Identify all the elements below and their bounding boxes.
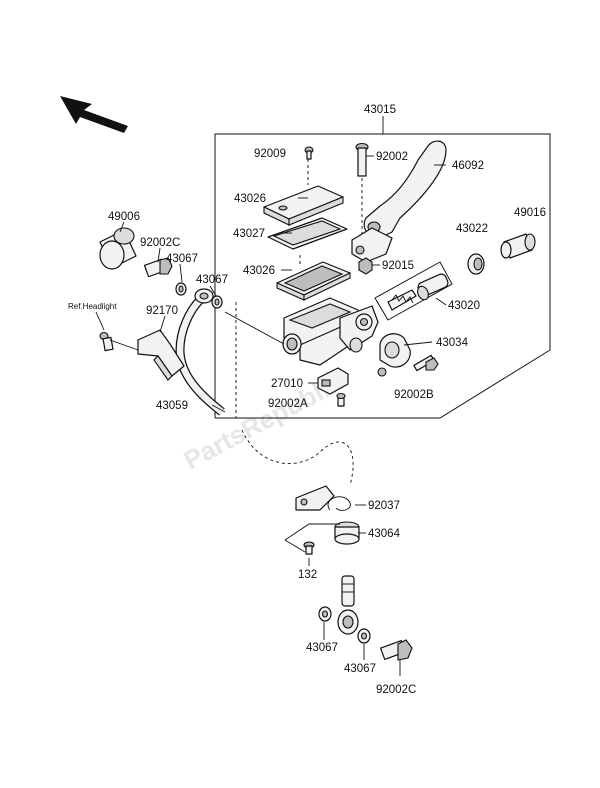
label-43026-diaphragm: 43026 xyxy=(243,265,275,277)
label-leaders xyxy=(95,164,447,676)
label-43067-a: 43067 xyxy=(166,253,198,265)
label-49016: 49016 xyxy=(514,207,546,219)
brake-lever xyxy=(351,140,447,263)
label-43015: 43015 xyxy=(364,104,396,116)
banjo-bolt-bottom xyxy=(380,639,413,661)
lever-pivot-bolt xyxy=(355,142,374,177)
label-92009: 92009 xyxy=(254,148,286,160)
label-ref-headlight: Ref.Headlight xyxy=(68,302,117,311)
label-49006: 49006 xyxy=(108,211,140,223)
label-92002c-bottom: 92002C xyxy=(376,684,416,696)
label-43067-b: 43067 xyxy=(196,274,228,286)
reservoir-cap xyxy=(263,185,344,226)
screw-92009 xyxy=(304,146,314,160)
label-43020: 43020 xyxy=(448,300,480,312)
label-43067-c: 43067 xyxy=(306,642,338,654)
label-92002: 92002 xyxy=(376,151,408,163)
reservoir-plate xyxy=(267,217,348,250)
label-43026-cap: 43026 xyxy=(234,193,266,205)
label-43064: 43064 xyxy=(368,528,401,540)
label-92170: 92170 xyxy=(146,305,178,317)
label-43067-d: 43067 xyxy=(344,663,376,675)
label-43022: 43022 xyxy=(456,223,488,235)
bolt-92002b xyxy=(413,354,439,372)
screw-92002a xyxy=(336,392,346,407)
piston-kit xyxy=(374,261,453,321)
label-92037: 92037 xyxy=(368,500,400,512)
banjo-bolt-top xyxy=(143,257,173,278)
reservoir-diaphragm xyxy=(276,261,351,301)
hose-end-fitting xyxy=(337,575,359,635)
label-43059: 43059 xyxy=(156,400,188,412)
label-132: 132 xyxy=(298,569,317,581)
handlebar-clamp xyxy=(377,333,411,377)
hose-bracket xyxy=(99,329,185,381)
label-46092: 46092 xyxy=(452,160,484,172)
front-direction-arrow xyxy=(60,96,128,133)
washer-43067-b xyxy=(211,295,223,309)
label-43034: 43034 xyxy=(436,337,469,349)
grommet xyxy=(334,521,360,545)
master-cylinder-body xyxy=(282,297,379,366)
washer-43067-d xyxy=(357,628,371,644)
hose-clip xyxy=(295,485,351,511)
reservoir-cup xyxy=(99,227,137,270)
boot-43022 xyxy=(467,253,485,275)
assembly-frame xyxy=(214,116,551,419)
nut-92015 xyxy=(358,257,373,275)
label-92002a: 92002A xyxy=(268,398,308,410)
label-43027: 43027 xyxy=(233,228,265,240)
brake-hose xyxy=(175,288,225,416)
label-92015: 92015 xyxy=(382,260,414,272)
cap-49016 xyxy=(500,233,536,259)
label-92002c-top: 92002C xyxy=(140,237,180,249)
label-92002b: 92002B xyxy=(394,389,434,401)
washer-43067-c xyxy=(318,606,332,622)
washer-43067-a xyxy=(175,282,187,296)
screw-132 xyxy=(303,541,315,555)
brake-switch xyxy=(317,367,349,395)
label-27010: 27010 xyxy=(271,378,303,390)
